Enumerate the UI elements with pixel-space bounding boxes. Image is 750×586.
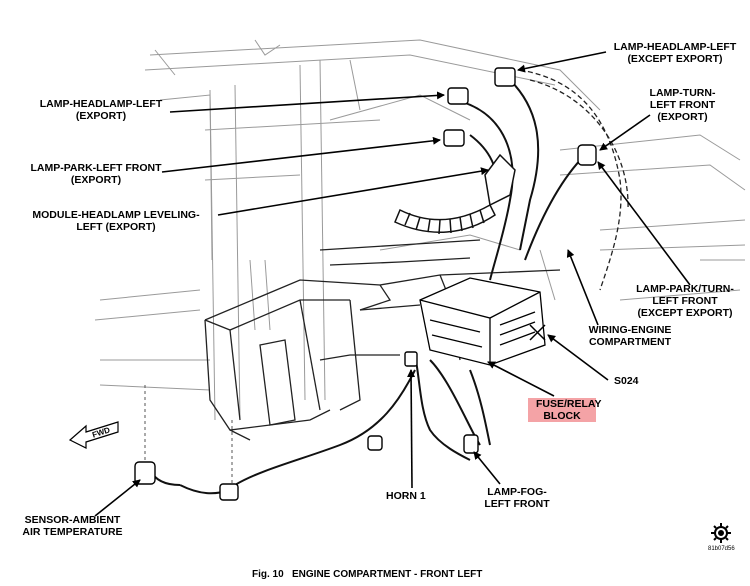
label-sensor-ambient-air-temperature: SENSOR-AMBIENT AIR TEMPERATURE	[22, 514, 123, 538]
label-lamp-headlamp-left-except-export: LAMP-HEADLAMP-LEFT (EXCEPT EXPORT)	[613, 41, 737, 65]
label-lamp-park-turn-left-front-except-export: LAMP-PARK/TURN- LEFT FRONT (EXCEPT EXPOR…	[636, 283, 734, 319]
gear-icon	[711, 523, 731, 543]
figure-caption: Fig. 10 ENGINE COMPARTMENT - FRONT LEFT	[252, 569, 483, 580]
fwd-arrow-icon	[68, 421, 119, 449]
label-lamp-park-left-front-export: LAMP-PARK-LEFT FRONT (EXPORT)	[30, 162, 162, 186]
drawing-code: 81b07d56	[708, 546, 735, 552]
label-s024: S024	[614, 375, 639, 387]
label-lamp-fog-left-front: LAMP-FOG- LEFT FRONT	[484, 486, 550, 510]
label-lamp-headlamp-left-export: LAMP-HEADLAMP-LEFT (EXPORT)	[39, 98, 163, 122]
label-wiring-engine-compartment: WIRING-ENGINE COMPARTMENT	[588, 324, 672, 348]
label-lamp-turn-left-front-export: LAMP-TURN- LEFT FRONT (EXPORT)	[649, 87, 716, 123]
label-module-headlamp-leveling-left-export: MODULE-HEADLAMP LEVELING- LEFT (EXPORT)	[32, 209, 200, 233]
label-fuse-relay-block: FUSE/RELAY BLOCK	[528, 398, 602, 422]
label-horn-1: HORN 1	[386, 490, 426, 502]
